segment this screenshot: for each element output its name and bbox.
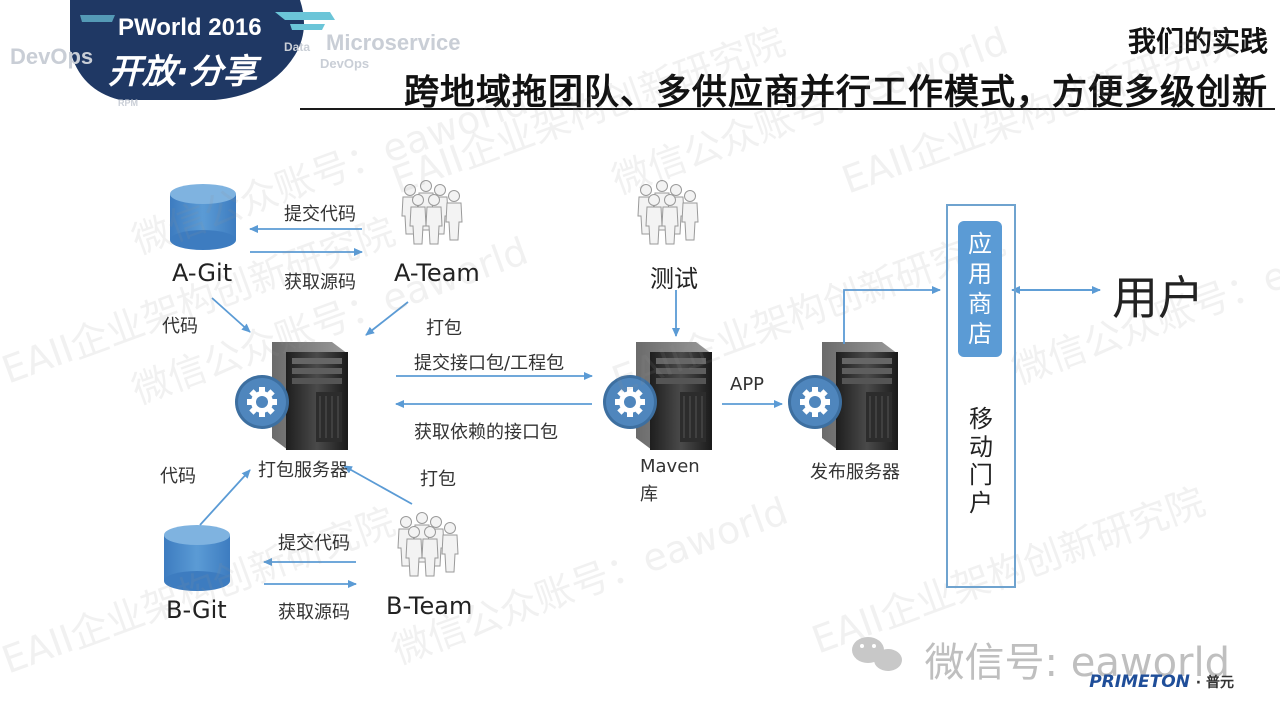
app-store-box: 应用商店 xyxy=(958,221,1002,357)
publish-server-label: 发布服务器 xyxy=(810,462,900,483)
header-divider xyxy=(300,108,1275,110)
bg-tag-microservice: Microservice xyxy=(326,30,461,55)
publish-gear-icon xyxy=(788,375,842,429)
bg-tag-data: Data xyxy=(284,40,311,54)
bg-tag-rpm: RPM xyxy=(118,98,138,108)
app-flow-label: APP xyxy=(730,374,765,395)
wechat-icon xyxy=(852,637,902,671)
submit-package-label: 提交接口包/工程包 xyxy=(414,353,565,374)
b-team-label: B-Team xyxy=(386,592,473,620)
bg-tag-devops: DevOps xyxy=(10,44,94,69)
maven-repo-label: 库 xyxy=(640,484,658,505)
bg-tag-devops-small: DevOps xyxy=(320,56,370,71)
build-gear-icon xyxy=(235,375,289,429)
b-git-database-icon xyxy=(164,525,230,591)
a-commit-label: 提交代码 xyxy=(284,204,356,225)
user-label: 用户 xyxy=(1112,271,1204,325)
a-fetch-label: 获取源码 xyxy=(284,272,356,293)
a-package-label: 打包 xyxy=(426,318,462,339)
b-code-label: 代码 xyxy=(160,466,196,487)
event-name: PWorld 2016 xyxy=(118,14,262,41)
build-server-label: 打包服务器 xyxy=(258,460,348,481)
event-slogan: 开放·分享 xyxy=(108,52,257,92)
a-team-people-icon xyxy=(402,181,462,245)
maven-gear-icon xyxy=(603,375,657,429)
primeton-brand-cn: 普元 xyxy=(1206,675,1234,691)
fetch-dependencies-label: 获取依赖的接口包 xyxy=(414,422,558,443)
slide-title: 跨地域拖团队、多供应商并行工作模式，方便多级创新 xyxy=(403,73,1268,113)
mobile-portal-label: 移动门户 xyxy=(969,405,993,517)
a-git-label: A-Git xyxy=(172,259,233,287)
slide-subtitle: 我们的实践 xyxy=(1127,25,1268,58)
test-team-people-icon xyxy=(638,181,698,245)
test-team-label: 测试 xyxy=(650,265,698,293)
mobile-portal-box xyxy=(946,204,1016,588)
flow-arrows xyxy=(199,225,1101,588)
app-store-label: 应用商店 xyxy=(968,230,992,348)
header-badge xyxy=(70,0,335,100)
maven-label: Maven xyxy=(640,456,700,477)
primeton-brand: PRIMETON xyxy=(1089,672,1190,692)
a-git-database-icon xyxy=(170,184,236,250)
wechat-id: 微信号: eaworld xyxy=(924,640,1230,686)
primeton-logo: PRIMETON · 普元 xyxy=(1089,672,1234,692)
b-git-label: B-Git xyxy=(166,596,227,624)
b-fetch-label: 获取源码 xyxy=(278,602,350,623)
b-team-people-icon xyxy=(398,513,458,577)
a-team-label: A-Team xyxy=(394,259,480,287)
b-package-label: 打包 xyxy=(420,469,456,490)
b-commit-label: 提交代码 xyxy=(278,533,350,554)
a-code-label: 代码 xyxy=(162,316,198,337)
